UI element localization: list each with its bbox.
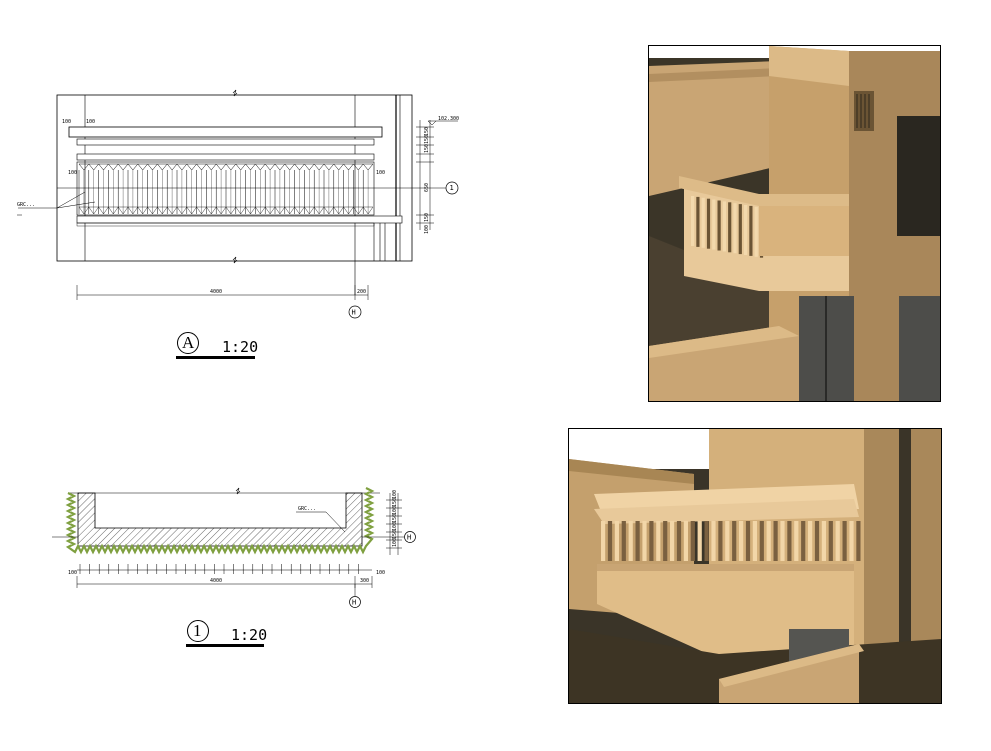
vdim-0: 150 [424,127,430,136]
vdim-5: 100 [424,225,430,234]
elevation-title-underline [176,356,255,359]
plan-zigzag-outline [65,487,375,555]
vdim-4: 150 [424,213,430,222]
dim-left-top: 100 [62,119,71,125]
plan-dim-left: 100 [68,570,77,576]
plan-dim-total: 4000 [210,578,222,584]
vdim-1: 150 [424,135,430,144]
plan-svg: GRC... 100 150 100 150 100 150 100 H 100… [52,487,416,608]
plan-marker-number: 1 [193,621,202,640]
plan-grid-ref-bottom: H [352,599,356,607]
elevation-drawing: 1 GRC... 100 100 100 100 150 150 150 650… [0,80,480,330]
vdim-3: 650 [424,183,430,192]
plan-title-underline [186,644,264,647]
plan-vdim-6: 100 [392,538,398,547]
elevation-scale: 1:20 [222,338,259,356]
elevation-svg: 1 GRC... 100 100 100 100 150 150 150 650… [17,89,459,319]
plan-vdim-5: 150 [392,530,398,539]
plan-vdim-3: 150 [392,514,398,523]
plan-drawing: GRC... 100 150 100 150 100 150 100 H 100… [0,480,480,620]
plan-dimension-ticks [79,564,359,574]
plan-vdim-1: 150 [392,498,398,507]
plan-grid-ref-right: H [407,534,411,542]
render-top-image [649,46,940,401]
plan-vdim-4: 100 [392,522,398,531]
render-view-top [648,45,941,402]
dim-row-left: 100 [68,170,77,176]
render-bottom-balusters [601,521,861,561]
plan-dim-right-small: 100 [376,570,385,576]
grid-ref-label: H [352,309,356,317]
dim-left-top2: 100 [86,119,95,125]
plan-scale: 1:20 [231,626,268,644]
plan-marker [186,619,212,645]
plan-callout-note: GRC... [298,506,316,512]
dim-total: 4000 [210,289,222,295]
section-ref-label: 1 [450,184,454,192]
plan-vdim-2: 100 [392,506,398,515]
elevation-marker-letter: A [182,333,195,352]
vdim-2: 150 [424,144,430,153]
dim-row-right: 100 [376,170,385,176]
balustrade-pattern [78,163,374,215]
plan-dim-right: 300 [360,578,369,584]
plan-vdim-0: 100 [392,490,398,499]
dim-right: 200 [357,289,366,295]
level-mark: 102.300 [438,116,459,122]
elevation-marker [176,331,202,357]
render-bottom-image [569,429,941,703]
callout-note: GRC... [17,202,35,208]
render-view-bottom [568,428,942,704]
